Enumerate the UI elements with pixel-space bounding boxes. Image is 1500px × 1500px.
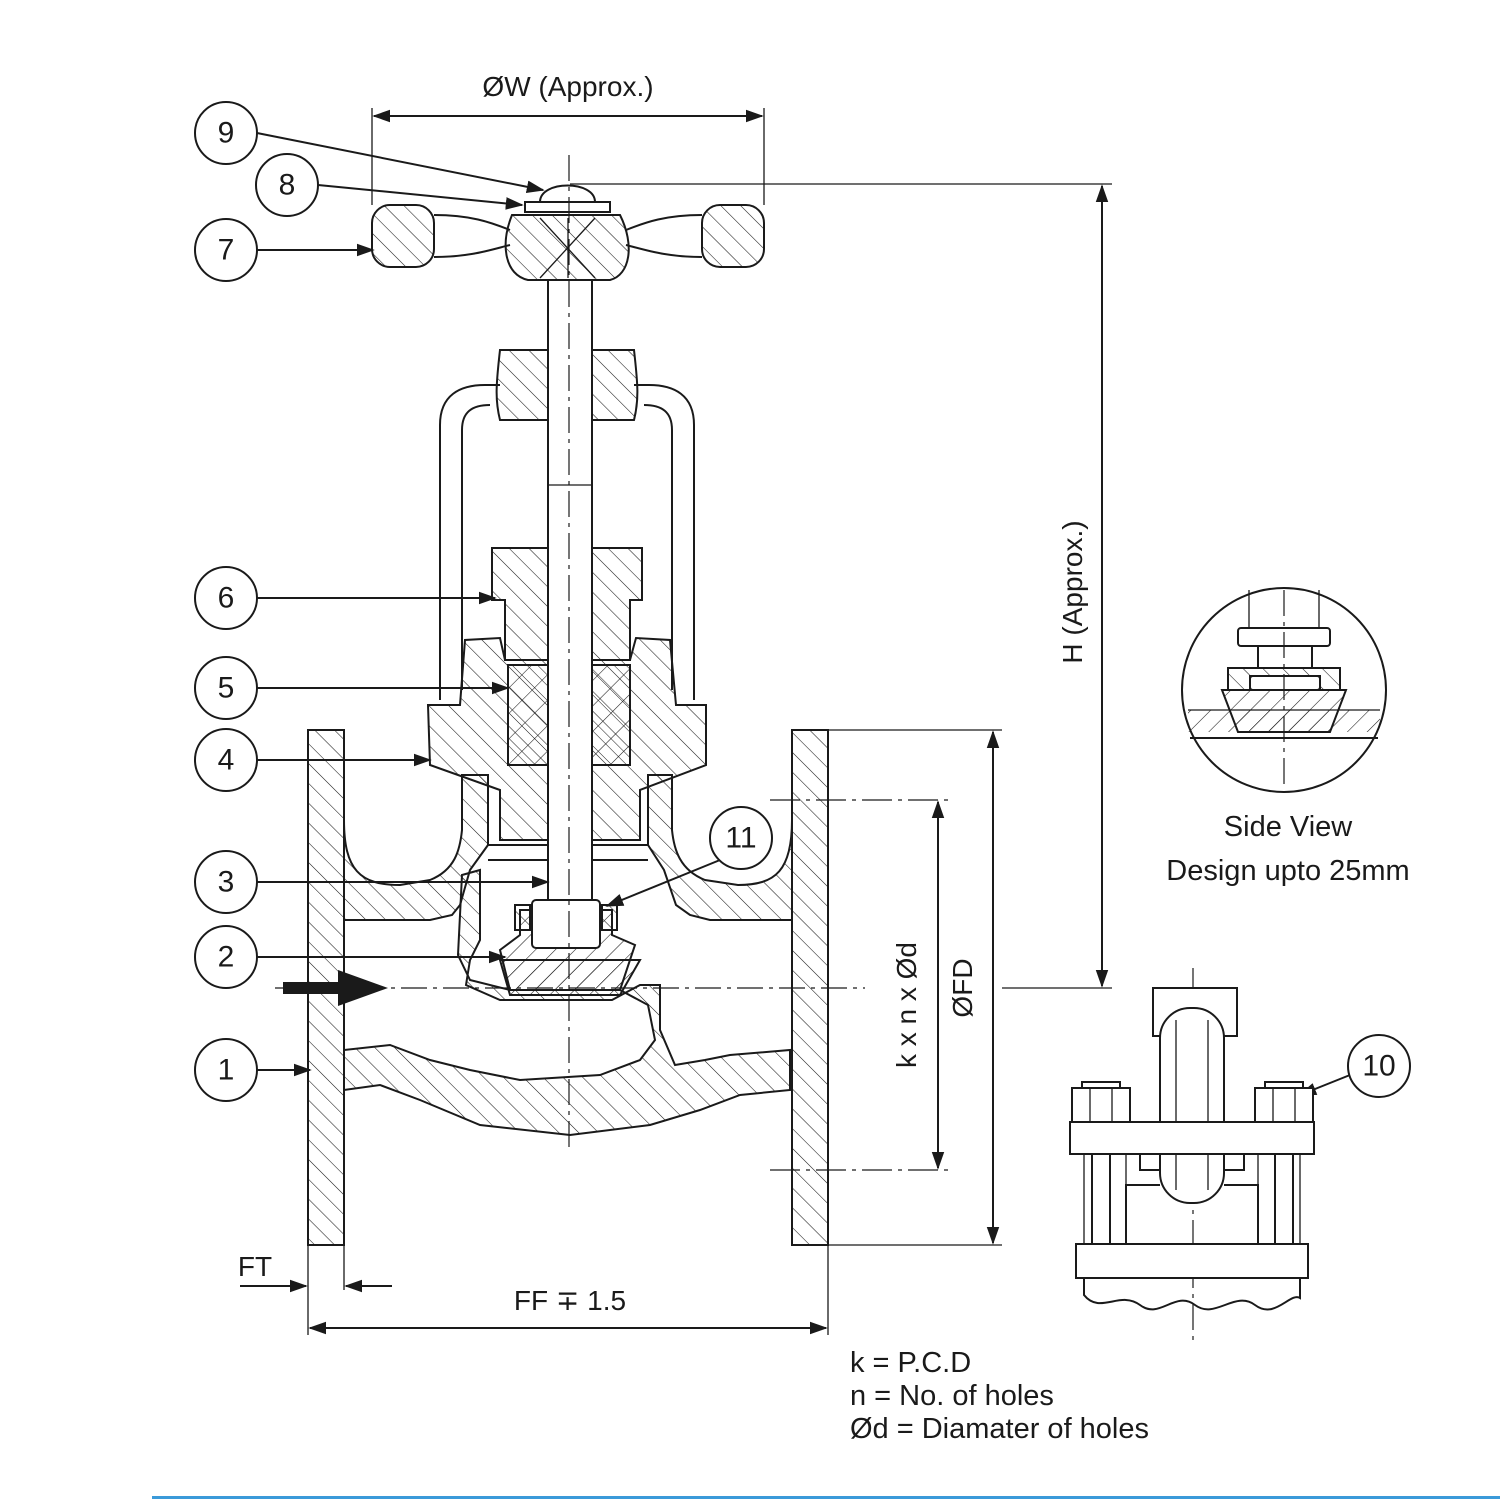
callout-5-label: 5 <box>218 672 235 705</box>
stem <box>498 279 637 991</box>
handwheel <box>371 184 765 281</box>
legend-item: n = No. of holes <box>850 1380 1054 1412</box>
callout-4: 4 <box>194 728 432 792</box>
callout-5: 5 <box>194 656 510 720</box>
dimension-height: H (Approx.) <box>570 183 1112 989</box>
legend-item: Ød = Diamater of holes <box>850 1413 1149 1445</box>
callout-10: 10 <box>1298 1034 1411 1098</box>
callout-3: 3 <box>194 850 550 914</box>
flange-thickness-label: FT <box>238 1251 272 1282</box>
callout-10-label: 10 <box>1362 1050 1395 1083</box>
callout-11-label: 11 <box>725 822 756 855</box>
dimension-handwheel-width: ØW (Approx.) <box>371 71 765 205</box>
side-view-title: Side View <box>1224 811 1353 843</box>
callout-2: 2 <box>194 925 507 989</box>
dimension-face-to-face: FF ∓ 1.5 <box>308 1245 829 1335</box>
handwheel-width-label: ØW (Approx.) <box>482 71 653 102</box>
callout-6-label: 6 <box>218 582 235 615</box>
callout-9-label: 9 <box>218 117 235 150</box>
face-to-face-label: FF ∓ 1.5 <box>514 1285 626 1316</box>
bottom-divider <box>152 1496 1500 1499</box>
callout-7: 7 <box>194 218 375 282</box>
callout-7-label: 7 <box>218 234 235 267</box>
callout-1: 1 <box>194 1038 312 1102</box>
callout-6: 6 <box>194 566 497 630</box>
callout-8: 8 <box>255 153 524 217</box>
callout-1-label: 1 <box>218 1054 235 1087</box>
dimension-flange-thickness: FT <box>238 1245 392 1335</box>
flow-direction-arrow <box>283 970 388 1006</box>
side-view-subtitle: Design upto 25mm <box>1166 855 1409 887</box>
bonnet-bolt-detail <box>1069 968 1315 1345</box>
side-view-detail: Side View Design upto 25mm <box>1166 587 1410 887</box>
dimension-bolt-pattern: k x n x Ød <box>770 799 948 1171</box>
flange-diameter-label: ØFD <box>947 958 978 1017</box>
callout-2-label: 2 <box>218 941 235 974</box>
legend-item: k = P.C.D <box>850 1347 971 1379</box>
bolt-pattern-label: k x n x Ød <box>891 942 922 1068</box>
callout-9: 9 <box>194 101 545 194</box>
callout-3-label: 3 <box>218 866 235 899</box>
height-label: H (Approx.) <box>1057 520 1088 663</box>
callout-8-label: 8 <box>279 169 296 202</box>
legend: k = P.C.D n = No. of holes Ød = Diamater… <box>850 1347 1149 1445</box>
callout-4-label: 4 <box>218 744 235 777</box>
dimension-flange-diameter: ØFD <box>828 729 1002 1246</box>
callout-11: 11 <box>605 806 773 907</box>
